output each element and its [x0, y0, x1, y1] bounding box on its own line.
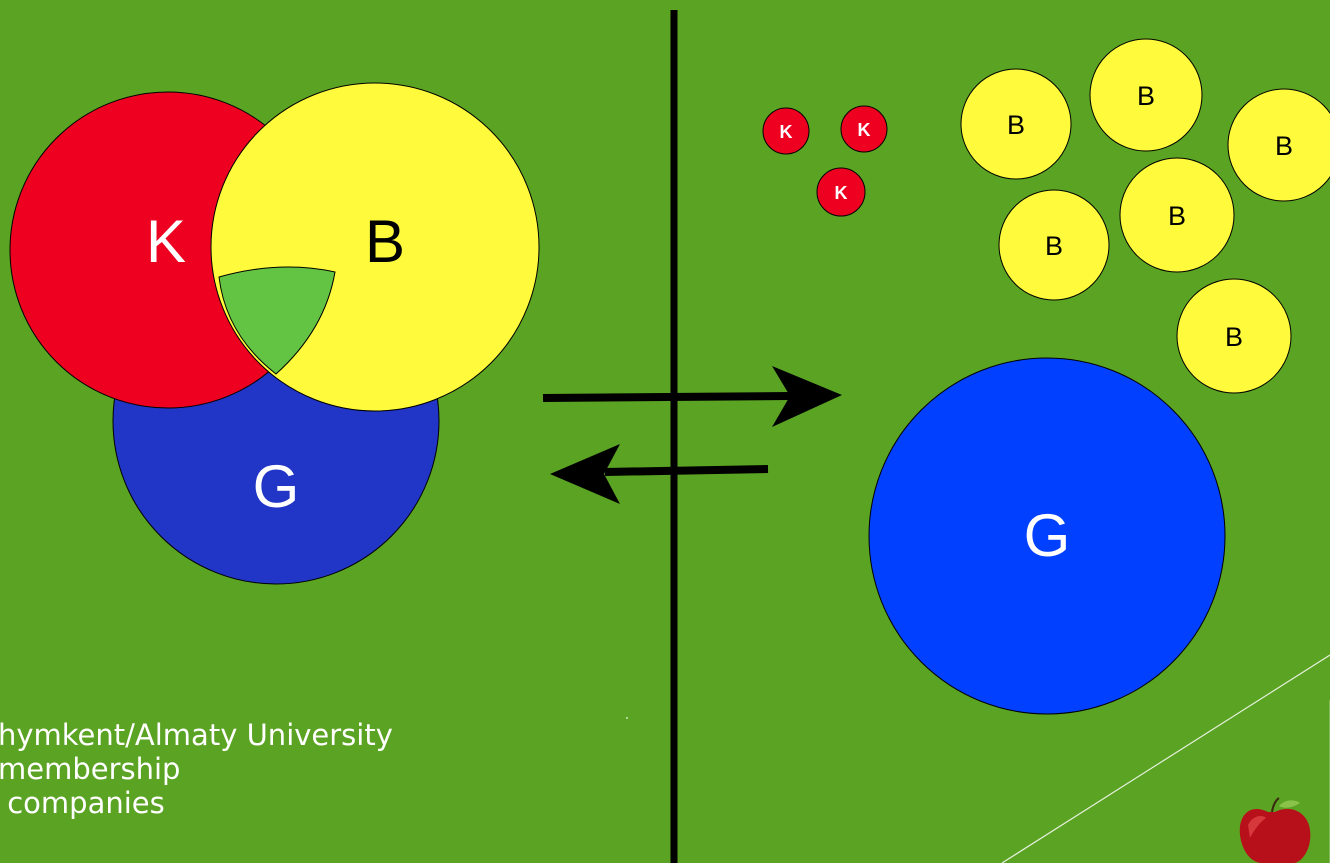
venn-label-g: G: [253, 453, 300, 520]
venn-overlap-region: [218, 266, 336, 375]
b-small-label: B: [1045, 231, 1063, 261]
g-large-circle: [868, 357, 1226, 715]
k-small-circle: [816, 167, 866, 217]
b-small-label: B: [1137, 81, 1155, 111]
arrow-right: [542, 366, 842, 427]
decorative-line: [1001, 654, 1330, 863]
g-large-label: G: [1024, 502, 1071, 569]
b-group: B B B B B B: [960, 38, 1330, 394]
caption-text: hymkent/Almaty University membership com…: [0, 718, 393, 820]
venn-diagram: K B G: [9, 82, 540, 585]
venn-label-k: K: [146, 208, 186, 275]
k-small-circle: [762, 107, 810, 155]
venn-label-b: B: [365, 208, 405, 275]
b-small-circle: [960, 68, 1072, 180]
g-group: G: [868, 357, 1226, 715]
k-small-label: K: [835, 183, 848, 203]
k-group: K K K: [762, 105, 888, 217]
apple-icon: [1239, 797, 1311, 863]
k-small-label: K: [780, 122, 793, 142]
caption-line: companies: [0, 786, 165, 820]
k-small-label: K: [858, 120, 871, 140]
small-speck: [626, 717, 628, 719]
b-small-label: B: [1007, 110, 1025, 140]
b-small-label: B: [1225, 322, 1243, 352]
k-small-circle: [840, 105, 888, 153]
b-small-label: B: [1275, 131, 1293, 161]
b-small-circle: [1176, 278, 1292, 394]
arrow-left: [550, 444, 769, 504]
b-small-circle: [1227, 88, 1330, 202]
b-small-circle: [998, 189, 1110, 301]
b-small-label: B: [1168, 201, 1186, 231]
b-small-circle: [1089, 38, 1203, 152]
b-small-circle: [1119, 157, 1235, 273]
caption-line: membership: [0, 752, 181, 786]
caption-line: hymkent/Almaty University: [0, 718, 393, 752]
